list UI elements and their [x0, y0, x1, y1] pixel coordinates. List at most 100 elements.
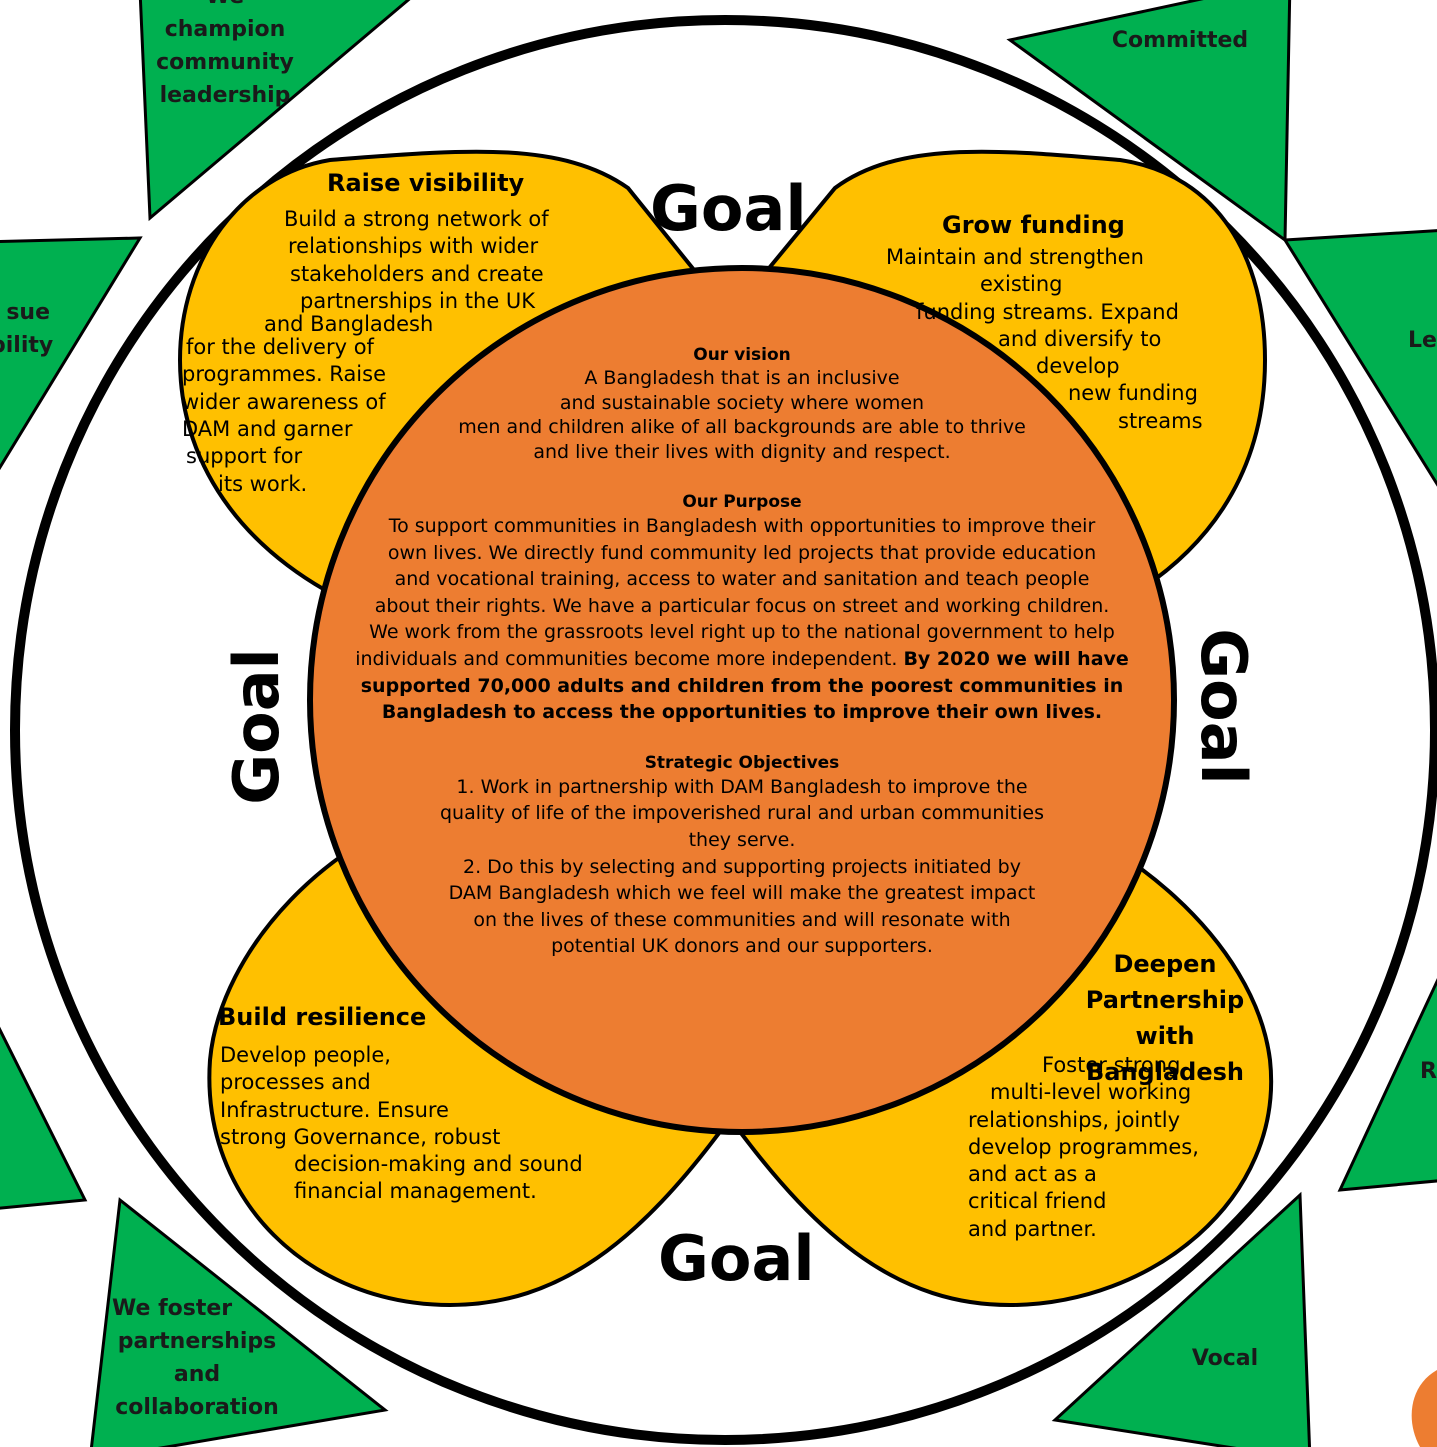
value-line: sue [6, 300, 50, 325]
objective-line: DAM Bangladesh which we feel will make t… [448, 882, 1036, 905]
value-triangle-bottom-left [89, 1197, 389, 1447]
petal-line: its work. [218, 471, 308, 496]
petal-line: and Bangladesh [264, 312, 434, 337]
value-triangle-bottom-right [1051, 1191, 1312, 1447]
vision-line: men and children alike of all background… [458, 416, 1026, 439]
petal-line: stakeholders and create [290, 261, 544, 286]
value-line: partnerships [117, 1329, 277, 1354]
petal-title-line: Partnership [1085, 986, 1245, 1014]
purpose-mixed-bold: By 2020 we will have [903, 647, 1129, 670]
petal-line: for the delivery of [186, 335, 374, 360]
center-circle [307, 265, 1177, 1135]
value-line: Le [1408, 328, 1437, 353]
petal-line: new funding [1068, 381, 1198, 406]
value-text-bottom-left: We foster partnerships and collaboration [112, 1292, 282, 1424]
petal-title-line: with Bangladesh [1085, 1022, 1244, 1086]
purpose-heading: Our Purpose [682, 491, 802, 512]
value-line: Vocal [1191, 1346, 1259, 1371]
purpose-bold-line: Bangladesh to access the opportunities t… [381, 701, 1103, 724]
objective-line: potential UK donors and our supporters. [551, 935, 933, 958]
objective-line: they serve. [688, 828, 796, 851]
value-line: champion [164, 17, 286, 42]
purpose-text: To support communities in Bangladesh wit… [352, 513, 1132, 726]
petal-line: strong Governance, robust [220, 1124, 501, 1149]
value-line: R [1420, 1059, 1437, 1084]
goal-label-bottom: Goal [658, 1222, 815, 1295]
petal-text-deepen-partnership: Foster strong multi-level working relati… [964, 1052, 1264, 1243]
value-text-right-upper: Le [1408, 324, 1437, 357]
vision-line: and sustainable society where women [559, 391, 925, 414]
petal-bottom-left [207, 797, 728, 1308]
value-line: We foster [112, 1296, 233, 1321]
petal-line: and act as a [968, 1162, 1097, 1187]
value-triangle-right-lower [1337, 977, 1437, 1192]
value-line: bility [0, 333, 54, 358]
purpose-line: We work from the grassroots level right … [369, 621, 1115, 644]
flower-graphic-corner [1411, 1370, 1437, 1447]
petal-title-deepen-partnership: Deepen Partnership with Bangladesh [1060, 946, 1270, 1090]
petal-line: multi-level working [990, 1080, 1192, 1105]
petal-line: Foster strong [1042, 1053, 1181, 1077]
purpose-mixed-plain: individuals and communities become more … [355, 647, 904, 670]
value-text-top-right: Committed [1090, 24, 1270, 57]
purpose-line: about their rights. We have a particular… [374, 594, 1110, 617]
value-triangle-right-upper [1282, 229, 1437, 487]
objective-line: 1. Work in partnership with DAM Banglade… [456, 775, 1028, 798]
petal-line: relationships, jointly [968, 1107, 1181, 1132]
value-triangle-left-upper [0, 236, 143, 471]
value-triangle-top-left [138, 0, 411, 222]
value-line: Committed [1111, 28, 1249, 53]
petal-line: relationships with wider [288, 234, 539, 259]
petal-line: funding streams. Expand [916, 299, 1179, 324]
vision-line: A Bangladesh that is an inclusive [584, 367, 900, 390]
petal-line: develop programmes, [968, 1134, 1199, 1159]
petal-title-grow-funding: Grow funding [942, 211, 1125, 239]
petal-line: Build a strong network of [284, 207, 549, 231]
purpose-line-mixed: individuals and communities become more … [352, 646, 1132, 673]
vision-text: A Bangladesh that is an inclusive and su… [352, 366, 1132, 465]
petal-text-grow-funding: Maintain and strengthen existing funding… [880, 244, 1220, 435]
goal-label-left: Goal [219, 648, 293, 805]
petal-line: support for [186, 444, 303, 469]
value-text-left-upper: sue bility [0, 296, 54, 362]
petal-line: and diversify to [998, 326, 1162, 351]
petal-title-line: Deepen [1113, 950, 1217, 978]
petal-text-raise-visibility: Build a strong network of relationships … [180, 206, 600, 498]
goal-label-top: Goal [650, 172, 807, 245]
petal-line: processes and [220, 1070, 371, 1095]
petal-title-raise-visibility: Raise visibility [327, 169, 525, 197]
petal-line: DAM and garner [182, 416, 353, 441]
petal-line: critical friend [968, 1189, 1107, 1214]
petal-line: and partner. [968, 1216, 1097, 1241]
petal-line: decision-making and sound [294, 1152, 583, 1177]
value-line: community [156, 50, 294, 75]
value-line: leadership [159, 83, 291, 108]
petal-line: Develop people, [220, 1043, 391, 1067]
value-text-top-left: We champion community leadership [150, 0, 300, 112]
purpose-line: and vocational training, access to water… [394, 568, 1090, 591]
purpose-bold-line: supported 70,000 adults and children fro… [360, 674, 1124, 697]
petal-line: existing [980, 272, 1063, 297]
value-triangle-top-right [1006, 0, 1292, 243]
vision-line: and live their lives with dignity and re… [533, 441, 951, 464]
petal-line: develop [1036, 354, 1120, 379]
objectives-text: 1. Work in partnership with DAM Banglade… [352, 774, 1132, 960]
petal-line: streams [1118, 408, 1203, 433]
petal-line: programmes. Raise [182, 362, 387, 387]
purpose-line: own lives. We directly fund community le… [387, 541, 1097, 564]
purpose-line: To support communities in Bangladesh wit… [388, 514, 1096, 537]
center-text: Our vision A Bangladesh that is an inclu… [352, 344, 1132, 960]
value-line: We [150, 0, 300, 13]
vision-heading: Our vision [693, 345, 791, 365]
value-line: collaboration [115, 1395, 279, 1420]
petal-text-build-resilience: Develop people, processes and Infrastruc… [216, 1042, 636, 1206]
value-text-bottom-right: Vocal [1155, 1342, 1295, 1375]
value-triangle-left-lower [0, 1026, 88, 1210]
objectives-heading: Strategic Objectives [644, 752, 840, 773]
petal-line: Infrastructure. Ensure [220, 1097, 449, 1122]
objective-line: 2. Do this by selecting and supporting p… [463, 855, 1021, 878]
petal-line: Maintain and strengthen [886, 245, 1144, 269]
petal-title-build-resilience: Build resilience [218, 1003, 427, 1031]
